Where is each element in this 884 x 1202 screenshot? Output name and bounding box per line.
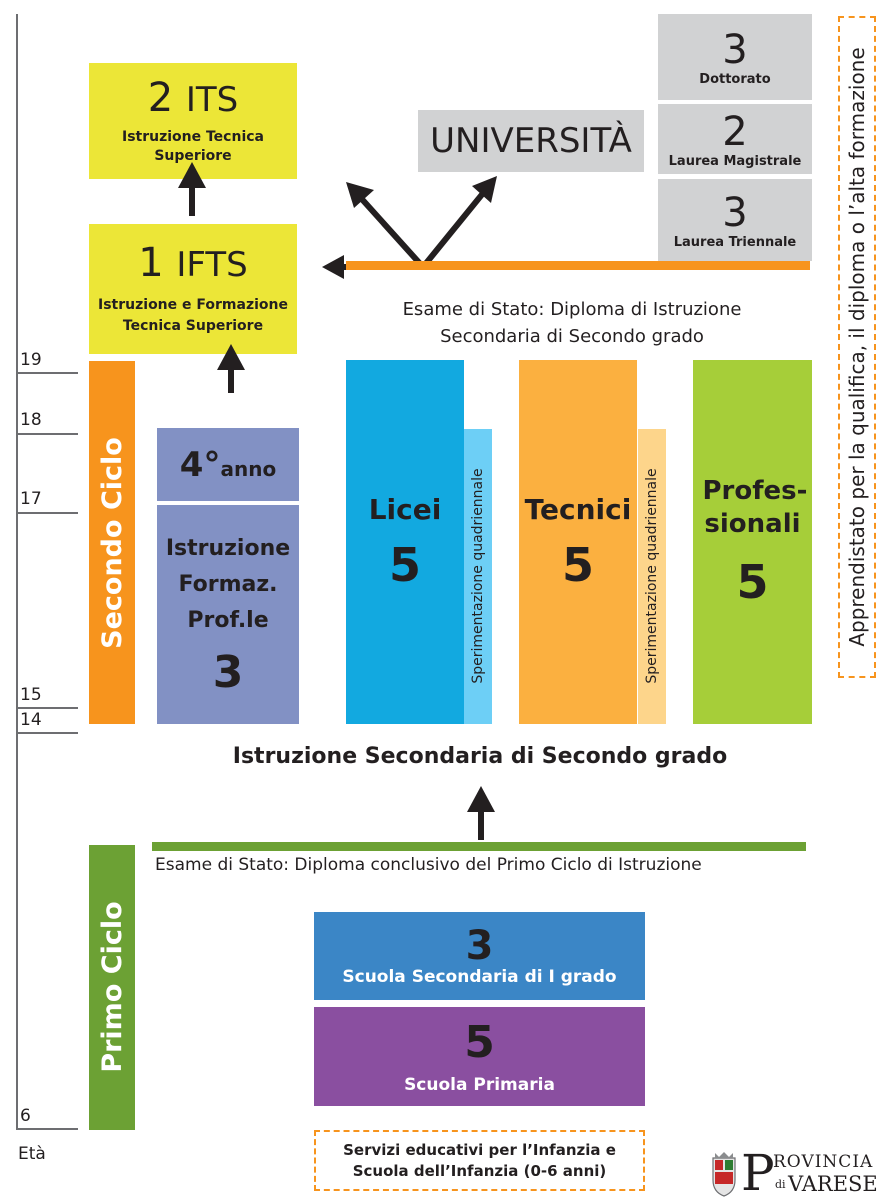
quarto-label: 4° bbox=[179, 444, 221, 485]
laurea-magistrale-years: 2 bbox=[722, 108, 748, 155]
age-label-19: 19 bbox=[20, 350, 42, 370]
esame-primo-label: Esame di Stato: Diploma conclusivo del P… bbox=[155, 855, 702, 875]
quarto-anno-box: 4°anno bbox=[157, 428, 299, 501]
its-years: 2 bbox=[147, 75, 174, 121]
its-box: 2 ITS Istruzione Tecnica Superiore bbox=[89, 63, 297, 179]
arrow-iefp-to-ifts-head bbox=[217, 344, 245, 370]
age-tick-6 bbox=[18, 1128, 78, 1130]
arrow-primo-to-secondo-head bbox=[467, 786, 495, 812]
arrow-diploma-branch bbox=[357, 194, 426, 270]
ifts-description: Istruzione e Formazione Tecnica Superior… bbox=[98, 297, 288, 334]
licei-years: 5 bbox=[388, 537, 421, 592]
age-label-17: 17 bbox=[20, 489, 42, 509]
age-label-15: 15 bbox=[20, 685, 42, 705]
quarto-anno-label: anno bbox=[220, 456, 277, 481]
age-label-18: 18 bbox=[20, 410, 42, 430]
laurea-triennale-box: 3 Laurea Triennale bbox=[658, 179, 812, 261]
logo-line2: VARESE bbox=[788, 1172, 878, 1196]
iefp-name: Istruzione Formaz. Prof.le bbox=[165, 536, 291, 633]
provincia-varese-logo: P ROVINCIA di VARESE bbox=[709, 1146, 884, 1202]
professionali-box: Profes-sionali 5 bbox=[693, 360, 812, 724]
primaria-years: 5 bbox=[464, 1016, 495, 1068]
laurea-triennale-years: 3 bbox=[722, 189, 748, 236]
arrow-to-universita bbox=[420, 190, 487, 269]
arrow-to-ifts-head bbox=[322, 255, 344, 279]
primo-ciclo-label: Primo Ciclo bbox=[97, 901, 128, 1073]
age-axis-line bbox=[16, 14, 18, 1130]
licei-name: Licei bbox=[368, 492, 442, 526]
tecnici-years: 5 bbox=[561, 537, 594, 592]
tecnici-sperimentazione-label: Sperimentazione quadriennale bbox=[644, 468, 660, 684]
logo-line1: ROVINCIA bbox=[773, 1152, 874, 1172]
tecnici-sperimentazione-box: Sperimentazione quadriennale bbox=[638, 429, 666, 724]
licei-sperimentazione-box: Sperimentazione quadriennale bbox=[464, 429, 492, 724]
secondaria-primo-years: 3 bbox=[465, 923, 494, 969]
dottorato-name: Dottorato bbox=[699, 71, 771, 87]
tecnici-name: Tecnici bbox=[524, 492, 632, 526]
iefp-years: 3 bbox=[212, 647, 244, 698]
apprendistato-label: Apprendistato per la qualifica, il diplo… bbox=[845, 47, 869, 647]
dottorato-years: 3 bbox=[722, 26, 748, 73]
age-tick-14 bbox=[18, 732, 78, 734]
ifts-name: IFTS bbox=[176, 245, 248, 285]
age-label-6: 6 bbox=[20, 1106, 31, 1126]
ifts-box: 1 IFTS Istruzione e Formazione Tecnica S… bbox=[89, 224, 297, 354]
esame-secondo-label: Esame di Stato: Diploma di Istruzione Se… bbox=[402, 299, 742, 347]
tecnici-box: Tecnici 5 bbox=[519, 360, 637, 724]
coat-of-arms-icon bbox=[709, 1150, 739, 1198]
iefp-box: Istruzione Formaz. Prof.le 3 bbox=[157, 505, 299, 724]
esame-primo-bar bbox=[152, 842, 806, 851]
licei-box: Licei 5 bbox=[346, 360, 464, 724]
professionali-name: Profes-sionali bbox=[702, 476, 808, 539]
universita-box: UNIVERSITÀ bbox=[418, 110, 644, 172]
secondo-ciclo-label: Secondo Ciclo bbox=[97, 437, 128, 649]
professionali-years: 5 bbox=[736, 555, 769, 609]
arrow-ifts-to-its-head bbox=[178, 162, 206, 188]
age-tick-19 bbox=[18, 372, 78, 374]
infanzia-box: Servizi educativi per l’Infanzia e Scuol… bbox=[314, 1130, 645, 1191]
age-tick-15 bbox=[18, 707, 78, 709]
universita-label: UNIVERSITÀ bbox=[430, 121, 632, 161]
secondo-ciclo-bar: Secondo Ciclo bbox=[89, 361, 135, 724]
apprendistato-box: Apprendistato per la qualifica, il diplo… bbox=[838, 16, 876, 678]
primaria-name: Scuola Primaria bbox=[404, 1074, 555, 1095]
its-description: Istruzione Tecnica Superiore bbox=[121, 129, 264, 164]
its-name: ITS bbox=[185, 80, 239, 120]
esame-secondo-bar bbox=[346, 261, 810, 270]
primaria-box: 5 Scuola Primaria bbox=[314, 1007, 645, 1106]
laurea-magistrale-box: 2 Laurea Magistrale bbox=[658, 104, 812, 174]
dottorato-box: 3 Dottorato bbox=[658, 14, 812, 100]
age-tick-18 bbox=[18, 433, 78, 435]
age-label-14: 14 bbox=[20, 710, 42, 730]
arrow-to-its-head bbox=[346, 182, 374, 208]
arrow-to-universita-head bbox=[472, 176, 497, 203]
age-axis-title: Età bbox=[18, 1144, 46, 1164]
logo-initial-p: P bbox=[741, 1144, 775, 1202]
secondaria-secondo-title: Istruzione Secondaria di Secondo grado bbox=[232, 744, 728, 769]
ifts-years: 1 bbox=[138, 240, 164, 286]
secondaria-primo-box: 3 Scuola Secondaria di I grado bbox=[314, 912, 645, 1000]
logo-di: di bbox=[775, 1178, 786, 1191]
age-tick-17 bbox=[18, 512, 78, 514]
licei-sperimentazione-label: Sperimentazione quadriennale bbox=[470, 468, 486, 684]
laurea-triennale-name: Laurea Triennale bbox=[673, 234, 797, 250]
secondaria-primo-name: Scuola Secondaria di I grado bbox=[342, 967, 617, 987]
laurea-magistrale-name: Laurea Magistrale bbox=[668, 153, 802, 169]
primo-ciclo-bar: Primo Ciclo bbox=[89, 845, 135, 1130]
